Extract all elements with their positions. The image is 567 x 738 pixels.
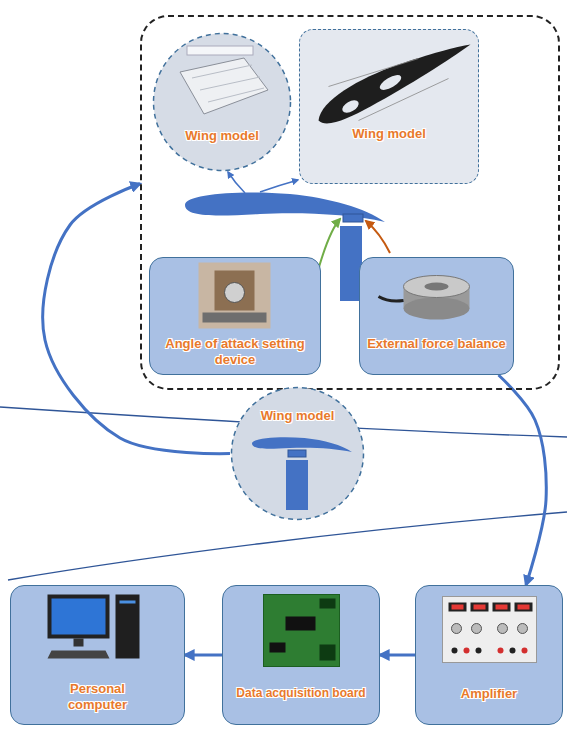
illustration <box>360 258 513 374</box>
device-photo <box>199 263 271 329</box>
display-window <box>493 603 511 612</box>
node-label: Amplifier <box>422 686 556 702</box>
setup-group: Wing model Wing modelAngle of attack sett… <box>140 15 560 390</box>
terminal <box>522 648 528 654</box>
amplifier-case <box>443 597 537 663</box>
display-window <box>449 603 467 612</box>
control-knob <box>452 624 462 634</box>
display-digits <box>496 605 508 610</box>
illustration <box>223 586 379 724</box>
circle-outline <box>232 388 364 520</box>
connector-block <box>320 645 336 661</box>
mount-block <box>288 450 306 457</box>
node-label: Wing model <box>158 128 286 144</box>
control-knob <box>498 624 508 634</box>
balance-top <box>425 283 449 291</box>
device-box: External force balance <box>359 257 514 375</box>
flow-arrow <box>185 654 222 657</box>
illustration <box>152 32 292 172</box>
display-digits <box>474 605 486 610</box>
chip <box>286 617 316 631</box>
pointer-arrow <box>260 180 298 192</box>
display-window <box>471 603 489 612</box>
device-box: Amplifier <box>415 585 563 725</box>
connector-block <box>320 599 336 609</box>
pointer-arrow <box>366 221 390 253</box>
node-label: Angle of attack setting device <box>156 336 314 367</box>
illustration <box>300 30 478 183</box>
device-box: Angle of attack setting device <box>149 257 321 375</box>
terminal <box>498 648 504 654</box>
circuit-board <box>264 595 340 667</box>
tunnel-wall <box>8 512 567 580</box>
detail-circle: Wing model <box>230 386 365 521</box>
terminal <box>452 648 458 654</box>
illustration <box>416 586 562 724</box>
device-box: Personal computer <box>10 585 185 725</box>
display-window <box>515 603 533 612</box>
node-label: Wing model <box>306 126 472 142</box>
node-label: Data acquisition board <box>229 686 373 700</box>
device-photo <box>203 313 267 323</box>
pointer-arrow <box>319 219 340 267</box>
window-bar <box>187 46 253 55</box>
chip <box>270 643 286 653</box>
pointer-arrow <box>228 172 245 193</box>
terminal <box>464 648 470 654</box>
wing-rib <box>319 45 471 124</box>
monitor <box>48 595 110 639</box>
monitor-screen <box>52 599 106 635</box>
keyboard <box>48 651 110 659</box>
mount-block <box>343 214 363 222</box>
terminal <box>510 648 516 654</box>
terminal <box>476 648 482 654</box>
node-label: Wing model <box>236 408 359 424</box>
control-knob <box>518 624 528 634</box>
flow-arrow <box>499 375 547 585</box>
control-knob <box>472 624 482 634</box>
device-box: Data acquisition board <box>222 585 380 725</box>
rib-hole <box>378 72 404 93</box>
wing-lines <box>192 65 264 102</box>
flow-arrow <box>380 654 415 657</box>
computer-tower <box>120 601 136 604</box>
display-digits <box>518 605 530 610</box>
device-photo <box>225 283 245 303</box>
illustration <box>230 386 365 521</box>
circle-outline <box>154 34 291 171</box>
node-label: Personal computer <box>43 681 153 712</box>
balance-cable <box>379 297 404 302</box>
rib-hole <box>340 98 361 116</box>
dimension-line <box>329 59 449 121</box>
detail-circle: Wing model <box>152 32 292 172</box>
monitor-stand <box>74 639 84 647</box>
computer-tower <box>116 595 140 659</box>
airfoil-shape <box>185 192 385 222</box>
wing-sheet <box>180 58 268 114</box>
node-label: External force balance <box>366 336 507 352</box>
device-photo <box>215 271 255 311</box>
detail-box: Wing model <box>299 29 479 184</box>
display-digits <box>452 605 464 610</box>
balance-top <box>404 276 470 298</box>
balance-body <box>404 298 470 320</box>
support-pillar <box>286 460 308 510</box>
